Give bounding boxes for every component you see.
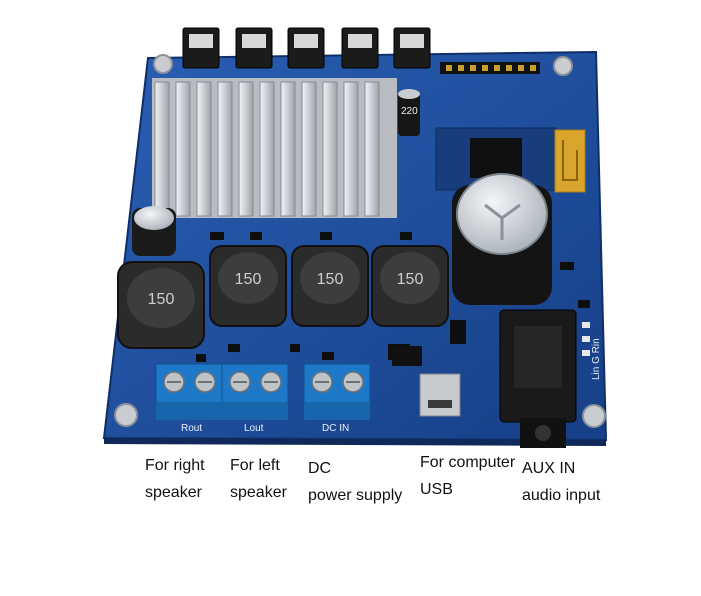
left-small-capacitor: [132, 206, 176, 256]
lout-label: Lout: [244, 423, 264, 434]
inductors: 150 150 150 150: [117, 245, 449, 349]
dc-power-caption: DC power supply: [308, 455, 402, 509]
dc-power-caption-line2: power supply: [308, 487, 403, 504]
regulator-chip: [392, 346, 422, 366]
aux-audio-jack: [499, 309, 590, 448]
aux-caption-line2: audio input: [522, 487, 601, 504]
inductor-marking-3: 150: [317, 271, 344, 288]
left-speaker-caption-line1: For left: [230, 457, 280, 474]
rout-label: Rout: [181, 423, 202, 434]
inductor-marking-2: 150: [235, 271, 262, 288]
aux-caption: AUX IN audio input: [522, 455, 600, 509]
left-speaker-caption: For left speaker: [230, 452, 287, 506]
left-speaker-caption-line2: speaker: [230, 484, 287, 501]
right-speaker-caption-line1: For right: [145, 457, 205, 474]
speaker-terminal-blocks: [155, 363, 371, 420]
heatsink: [152, 78, 397, 218]
right-speaker-caption: For right speaker: [145, 452, 205, 506]
capacitor-marking: 220: [401, 106, 418, 117]
small-capacitor: 220: [398, 89, 420, 136]
mounting-holes: [114, 54, 606, 428]
dc-in-label: DC IN: [322, 423, 349, 434]
aux-pin-label: Lin G Rin: [591, 338, 602, 380]
micro-usb-port: [419, 373, 461, 417]
main-capacitor: [452, 173, 552, 305]
aux-caption-line1: AUX IN: [522, 460, 576, 477]
usb-caption: For computer USB: [420, 449, 515, 503]
top-pin-headers: [182, 27, 431, 69]
usb-caption-line1: For computer: [420, 454, 516, 471]
bluetooth-module: [435, 127, 586, 193]
silkscreen-labels: Rout Lout DC IN Lin G Rin: [181, 338, 602, 434]
dc-power-caption-line1: DC: [308, 460, 332, 477]
button-header-row: [440, 62, 540, 74]
right-speaker-caption-line2: speaker: [145, 484, 202, 501]
usb-caption-line2: USB: [420, 481, 453, 498]
inductor-marking-4: 150: [397, 271, 424, 288]
inductor-marking-1: 150: [148, 291, 175, 308]
